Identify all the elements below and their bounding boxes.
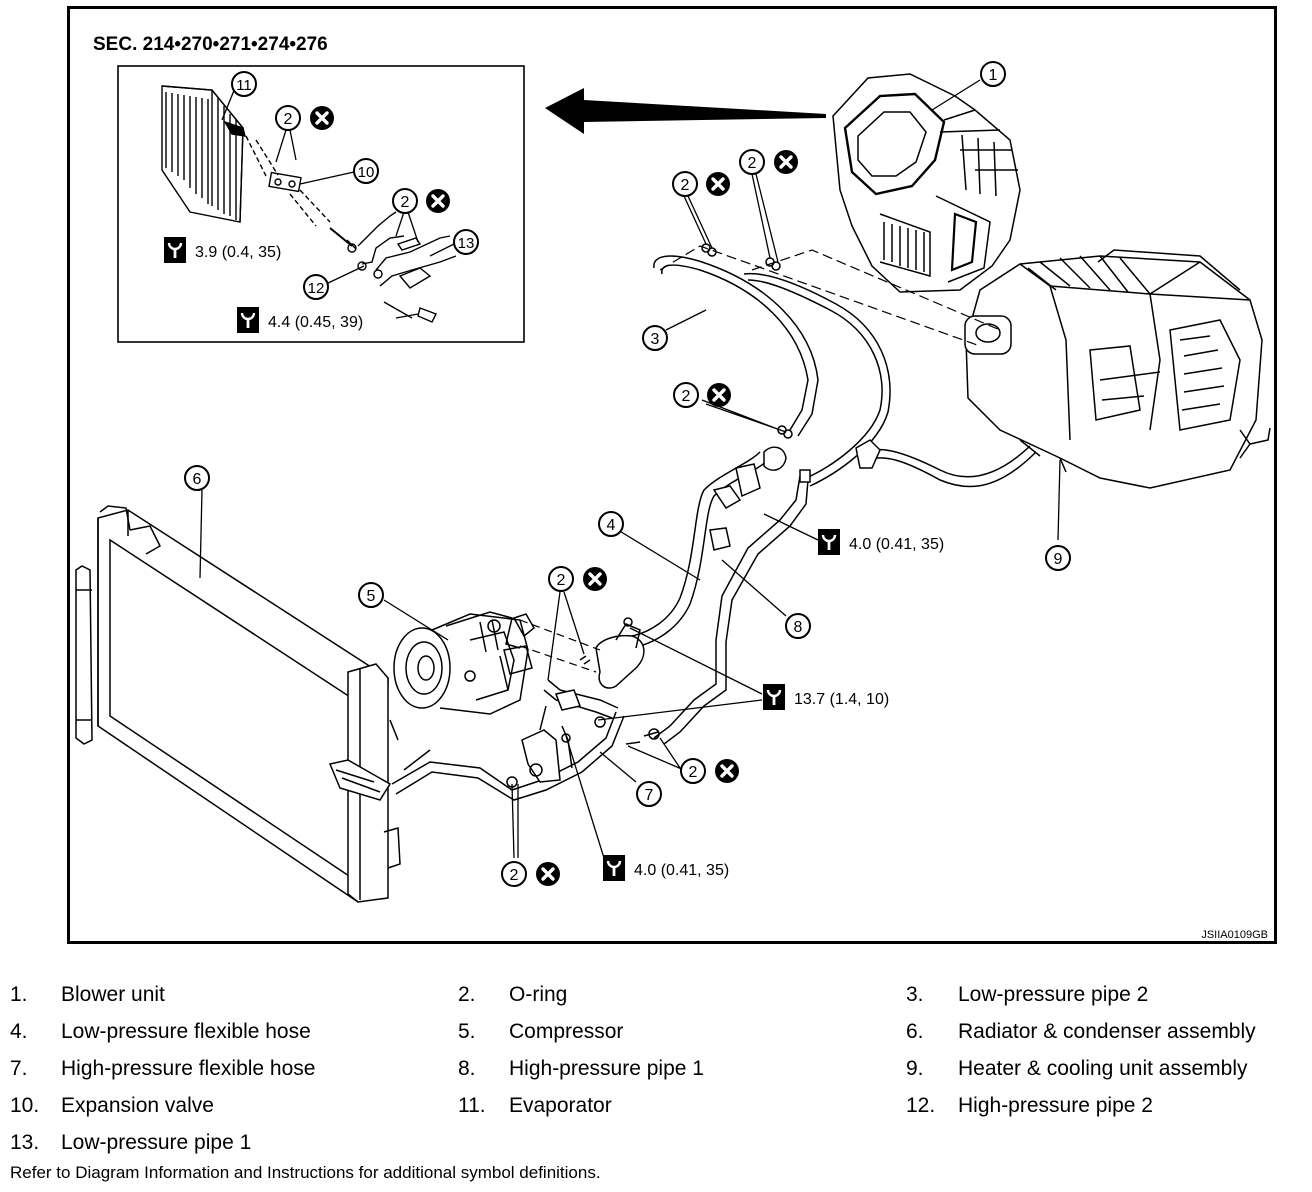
torque-bottom: 4.0 (0.41, 35) — [601, 853, 729, 883]
svg-text:4: 4 — [607, 517, 616, 534]
svg-text:2: 2 — [681, 177, 690, 194]
callout-13: 13 — [453, 229, 479, 255]
leader-lines — [199, 79, 1061, 859]
callout-4: 4 — [598, 511, 624, 537]
callout-2-inset-a: 2 — [275, 104, 336, 132]
image-code: JSIIA0109GB — [1201, 929, 1268, 941]
callout-12: 12 — [303, 274, 329, 300]
expansion-valve-drawing — [245, 135, 357, 253]
callout-9: 9 — [1045, 545, 1071, 571]
svg-text:8: 8 — [794, 619, 803, 636]
svg-text:11: 11 — [236, 77, 252, 94]
svg-text:10: 10 — [358, 164, 375, 181]
callout-2-inset-b: 2 — [392, 187, 452, 215]
svg-text:4.0 (0.41, 35): 4.0 (0.41, 35) — [849, 536, 944, 553]
svg-text:12: 12 — [308, 280, 325, 297]
svg-text:13: 13 — [458, 235, 475, 252]
torque-inset-1: 3.9 (0.4, 35) — [162, 235, 281, 265]
section-title: SEC. 214•270•271•274•276 — [93, 34, 328, 55]
exploded-view-diagram: SEC. 214•270•271•274•276 — [75, 34, 1271, 941]
evaporator-drawing — [161, 85, 246, 223]
callout-5: 5 — [358, 582, 384, 608]
svg-text:2: 2 — [284, 111, 293, 128]
svg-text:9: 9 — [1054, 551, 1063, 568]
callout-7: 7 — [636, 781, 662, 807]
svg-text:2: 2 — [510, 867, 519, 884]
svg-text:3.9 (0.4, 35): 3.9 (0.4, 35) — [195, 244, 281, 261]
svg-text:1: 1 — [989, 67, 998, 84]
callout-11: 11 — [231, 71, 257, 97]
callout-3: 3 — [642, 325, 668, 351]
svg-text:2: 2 — [557, 572, 566, 589]
heater-cooling-unit-drawing — [964, 249, 1271, 489]
torque-wrench-icon — [761, 682, 787, 712]
svg-text:2: 2 — [748, 155, 757, 172]
torque-right: 4.0 (0.41, 35) — [816, 527, 944, 557]
callout-8: 8 — [785, 613, 811, 639]
torque-wrench-icon — [601, 853, 627, 883]
callout-2-upper-right: 2 — [739, 148, 800, 176]
svg-text:5: 5 — [367, 588, 376, 605]
callout-6: 6 — [184, 465, 210, 491]
hp-flex-hose-drawing — [391, 617, 660, 801]
svg-text:2: 2 — [689, 764, 698, 781]
torque-wrench-icon — [816, 527, 842, 557]
callout-2-compressor: 2 — [548, 565, 609, 593]
compressor-drawing — [393, 611, 535, 715]
svg-text:7: 7 — [645, 787, 654, 804]
callout-2-lower-right: 2 — [680, 757, 741, 785]
svg-text:13.7 (1.4, 10): 13.7 (1.4, 10) — [794, 691, 889, 708]
svg-text:4.4 (0.45, 39): 4.4 (0.45, 39) — [268, 314, 363, 331]
svg-text:2: 2 — [401, 194, 410, 211]
torque-wrench-icon — [235, 305, 261, 335]
svg-text:2: 2 — [682, 388, 691, 405]
pipes-drawing — [631, 243, 1037, 745]
diagram-frame — [67, 6, 1277, 944]
callout-10: 10 — [353, 158, 379, 184]
svg-text:4.0 (0.41, 35): 4.0 (0.41, 35) — [634, 862, 729, 879]
svg-text:6: 6 — [193, 471, 202, 488]
callout-2-bottom: 2 — [501, 860, 562, 888]
torque-mid: 13.7 (1.4, 10) — [761, 682, 889, 712]
radiator-condenser-drawing — [75, 505, 401, 903]
svg-text:3: 3 — [651, 331, 660, 348]
callout-2-upper-left: 2 — [672, 170, 732, 198]
inset-pipes-drawing — [357, 211, 457, 323]
inset-box — [117, 65, 525, 343]
callout-2-mid: 2 — [673, 381, 733, 409]
torque-wrench-icon — [162, 235, 188, 265]
callout-1: 1 — [980, 61, 1006, 87]
footnote: Refer to Diagram Information and Instruc… — [10, 1163, 601, 1182]
torque-inset-2: 4.4 (0.45, 39) — [235, 305, 363, 335]
direction-arrow — [545, 88, 826, 134]
blower-unit-drawing — [832, 73, 1021, 293]
